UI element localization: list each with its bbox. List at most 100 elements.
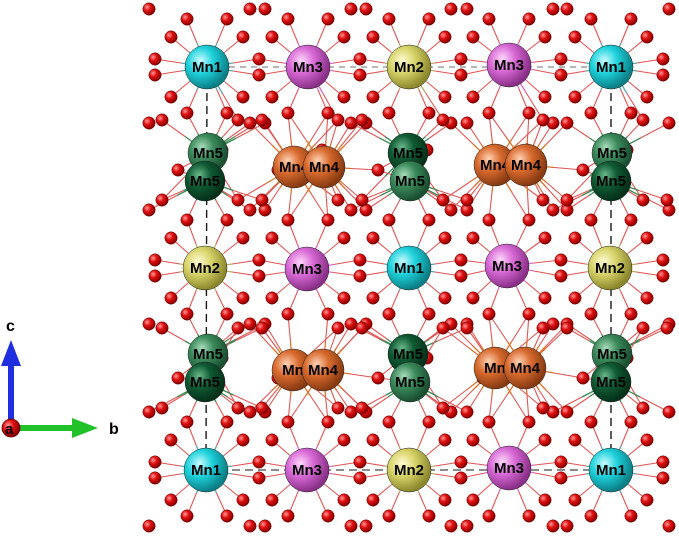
oxygen-atom [148,68,162,82]
oxygen-atom [584,509,598,523]
mn-atom-sphere[interactable] [184,44,230,90]
oxygen-atom [236,30,250,44]
mn-atom-mn4[interactable]: Mn4 [301,348,345,392]
mn-atom-mn1[interactable]: Mn1 [183,447,229,493]
mn-atom-sphere[interactable] [504,143,548,187]
mn-atom-mn3[interactable]: Mn3 [285,44,331,90]
oxygen-atom [536,321,550,335]
mn-atom-sphere[interactable] [484,243,530,289]
mn-atom-label: Mn5 [190,173,220,190]
oxygen-atom [382,509,396,523]
oxygen-atom [344,405,358,419]
mn-atom-mn1[interactable]: Mn1 [386,245,432,291]
mn-atom-mn4[interactable]: Mn4 [272,145,316,189]
mn-atom-sphere[interactable] [590,361,632,403]
oxygen-atom [180,12,194,26]
mn-atom-mn2[interactable]: Mn2 [182,245,228,291]
oxygen-atom [454,52,468,66]
mn-atom-label: Mn5 [193,145,223,162]
mn-atom-sphere[interactable] [284,246,330,292]
oxygen-atom [460,2,474,16]
c-axis-label: c [6,318,15,335]
oxygen-atom [438,291,452,305]
oxygen-atom [220,307,234,321]
mn-atom-sphere[interactable] [285,44,331,90]
oxygen-atom [438,231,452,245]
oxygen-atom [444,203,458,217]
mn-atom-label: Mn [484,360,506,377]
mn-atom-mn4[interactable]: Mn [473,346,517,390]
oxygen-atom [546,519,560,533]
mn-atom-mn5[interactable]: Mn5 [184,160,226,202]
oxygen-atom [265,30,279,44]
oxygen-atom [142,203,156,217]
mn-atom-mn3[interactable]: Mn3 [486,445,532,491]
b-axis-arrowhead [72,418,98,438]
oxygen-atom [554,455,568,469]
mn-atom-sphere[interactable] [284,447,330,493]
mn-atom-mn1[interactable]: Mn1 [588,44,634,90]
mn-atom-sphere[interactable] [386,447,432,493]
mn-atom-mn3[interactable]: Mn3 [484,243,530,289]
mn-atom-label: Mn4 [511,157,542,174]
oxygen-atom [148,52,162,66]
mn-atom-sphere[interactable] [301,348,345,392]
mn-atom-mn3[interactable]: Mn3 [486,42,532,88]
mn-atom-sphere[interactable] [386,44,432,90]
oxygen-atom [522,106,536,120]
mn-atom-mn5[interactable]: Mn5 [389,160,431,202]
mn-atom-label: Mn2 [595,260,625,277]
mn-atom-mn4[interactable]: Mn4 [503,346,547,390]
oxygen-atom [662,519,676,533]
mn-atom-label: Mn [282,362,304,379]
mn-atom-mn1[interactable]: Mn1 [184,44,230,90]
oxygen-atom [180,106,194,120]
mn-atom-sphere[interactable] [389,361,431,403]
mn-atom-sphere[interactable] [588,447,634,493]
mn-atom-mn5[interactable]: Mn5 [590,361,632,403]
mn-atom-sphere[interactable] [590,160,632,202]
mn-atom-mn3[interactable]: Mn3 [284,246,330,292]
oxygen-atom [265,493,279,507]
mn-atom-sphere[interactable] [302,145,346,189]
oxygen-atom [568,291,582,305]
mn-atom-mn2[interactable]: Mn2 [386,44,432,90]
mn-atom-mn5[interactable]: Mn5 [389,361,431,403]
mn-atom-sphere[interactable] [386,245,432,291]
oxygen-atom [243,405,257,419]
mn-atom-sphere[interactable] [184,160,226,202]
oxygen-atom [660,193,674,207]
mn-atom-mn2[interactable]: Mn2 [386,447,432,493]
mn-atom-sphere[interactable] [182,245,228,291]
mn-atom-sphere[interactable] [184,361,226,403]
mn-atom-sphere[interactable] [486,42,532,88]
mn-atom-mn4[interactable]: Mn4 [302,145,346,189]
mn-atom-mn4[interactable]: Mn [271,348,315,392]
mn-atom-mn5[interactable]: Mn5 [184,361,226,403]
mn-atom-sphere[interactable] [389,160,431,202]
oxygen-atom [522,509,536,523]
oxygen-atom [554,253,568,267]
oxygen-atom [366,433,380,447]
mn-atom-mn2[interactable]: Mn2 [587,245,633,291]
mn-atom-sphere[interactable] [486,445,532,491]
mn-atom-mn3[interactable]: Mn3 [284,447,330,493]
mn-atom-sphere[interactable] [503,346,547,390]
oxygen-atom [438,90,452,104]
oxygen-atom [382,307,396,321]
oxygen-atom [656,52,670,66]
mn-atom-sphere[interactable] [183,447,229,493]
oxygen-atom [252,52,266,66]
mn-atom-label: Mn3 [293,59,323,76]
oxygen-atom [444,2,458,16]
oxygen-atom [538,30,552,44]
mn-atom-mn4[interactable]: Mn4 [504,143,548,187]
oxygen-atom [231,193,245,207]
mn-atom-sphere[interactable] [588,44,634,90]
oxygen-atom [180,307,194,321]
mn-atom-mn1[interactable]: Mn1 [588,447,634,493]
oxygen-atom [281,415,295,429]
mn-atom-sphere[interactable] [587,245,633,291]
mn-atom-mn5[interactable]: Mn5 [590,160,632,202]
